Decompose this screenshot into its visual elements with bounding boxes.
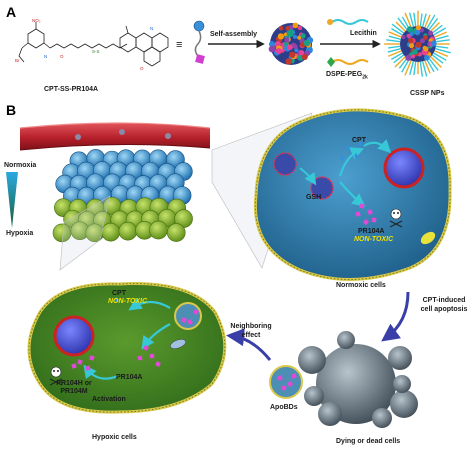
apobds xyxy=(269,365,303,399)
lecithin-icon xyxy=(331,19,369,25)
hypoxic-pr104a-label: PR104A xyxy=(116,374,143,381)
panel-label-b: B xyxy=(6,102,17,118)
normoxic-nontoxic-label: NON-TOXIC xyxy=(354,236,394,243)
skull-icon xyxy=(49,366,63,386)
svg-text:N: N xyxy=(150,26,153,31)
hypoxic-nontoxic-label: NON-TOXIC xyxy=(108,298,148,305)
compound-label: CPT-SS-PR104A xyxy=(44,86,99,93)
apobds-label: ApoBDs xyxy=(270,404,298,411)
svg-text:O: O xyxy=(140,66,144,71)
apobd-drug-particles xyxy=(277,373,297,391)
skull-icon xyxy=(389,208,403,228)
normoxic-gsh-label: GSH xyxy=(306,194,322,201)
panel-label-a: A xyxy=(6,4,17,20)
blood-vessel xyxy=(19,122,211,151)
svg-text:Br: Br xyxy=(15,58,20,63)
panel-a: NO₂ Br N O S-S N O ≡ xyxy=(15,10,451,77)
activation-label: Activation xyxy=(92,396,126,403)
svg-text:N: N xyxy=(44,54,47,59)
cssp-nanoparticle xyxy=(384,10,451,77)
dying-cells-caption: Dying or dead cells xyxy=(336,438,401,445)
apoptosis-label: CPT-induced cell apoptosis xyxy=(420,297,468,313)
equiv-sign: ≡ xyxy=(176,39,182,51)
apoptosis-arrow xyxy=(381,291,410,342)
normoxic-cell xyxy=(253,108,452,282)
hypoxic-drug-particles xyxy=(71,297,199,371)
dspe-peg-icon xyxy=(331,59,369,65)
dspe-peg-label: DSPE-PEG2k xyxy=(326,71,368,81)
hypoxic-cpt-label: CPT xyxy=(112,290,126,297)
cssp-nps-label: CSSP NPs xyxy=(410,90,445,97)
normoxic-pr104a-label: PR104A xyxy=(358,228,385,235)
normoxic-cells-caption: Normoxic cells xyxy=(336,282,386,289)
nucleus xyxy=(53,315,95,357)
normoxic-drug-particles xyxy=(340,141,377,226)
self-assembly-label: Self-assembly xyxy=(210,31,258,38)
hypoxic-cells-caption: Hypoxic cells xyxy=(92,434,137,441)
dying-cells xyxy=(298,331,418,428)
chemical-structure xyxy=(18,22,169,67)
tumor-mass xyxy=(52,149,193,243)
neighboring-effect-label: Neighboring effect xyxy=(230,323,272,339)
svg-text:S-S: S-S xyxy=(92,49,100,54)
normoxia-label: Normoxia xyxy=(4,162,37,169)
nucleus xyxy=(383,147,425,189)
mitochondrion-icon xyxy=(420,231,436,245)
hypoxia-label: Hypoxia xyxy=(6,230,34,237)
lecithin-label: Lecithin xyxy=(350,30,377,37)
neighboring-arrow xyxy=(226,328,272,361)
oxygen-gradient-triangle xyxy=(6,172,18,228)
hypoxic-cell xyxy=(27,282,227,414)
molecule-cartoon xyxy=(193,20,205,64)
normoxic-cpt-label: CPT xyxy=(352,137,366,144)
nanoparticle-core xyxy=(268,22,314,65)
svg-text:NO₂: NO₂ xyxy=(32,18,41,23)
svg-text:O: O xyxy=(60,54,64,59)
